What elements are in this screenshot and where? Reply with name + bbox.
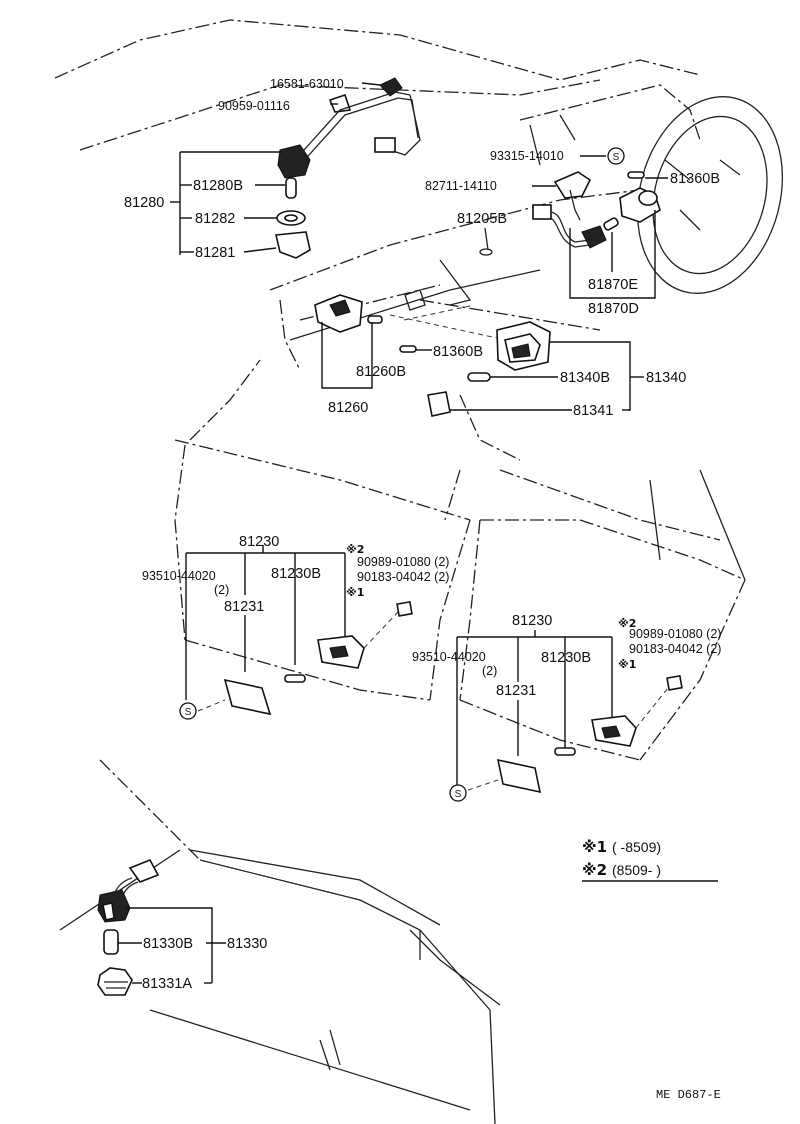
- part-number-81230-right: 81230: [512, 613, 552, 629]
- part-number-93510-44020-left: 93510-44020: [142, 569, 216, 583]
- part-number-81205b: 81205B: [457, 211, 507, 227]
- note-1-mark: ※1: [582, 838, 607, 856]
- note-mark-1-right: ※1: [618, 658, 636, 671]
- room-lamp-group: 16581-63010 90959-01116 81280 81280B 812…: [124, 77, 421, 261]
- part-number-81341: 81341: [573, 403, 613, 419]
- lamp-socket-icon: [277, 144, 311, 179]
- qty-93510-right: (2): [482, 664, 497, 678]
- small-bulb-icon: [399, 345, 417, 353]
- s-symbol-icon: [179, 702, 197, 720]
- svg-text:S: S: [185, 707, 192, 718]
- small-bulb-icon: [627, 171, 645, 179]
- connector-icon: [532, 204, 552, 220]
- right-door-lamp-group: S 81230 93510-44020 (2) 81230B 81231 ※2 …: [412, 613, 721, 802]
- part-number-90989-01080-left: 90989-01080 (2): [357, 555, 449, 569]
- part-number-81280b: 81280B: [193, 178, 243, 194]
- switch-lamp-bulb-icon: [367, 315, 383, 324]
- part-number-81331a: 81331A: [142, 976, 192, 992]
- part-number-90183-04042-right: 90183-04042 (2): [629, 642, 721, 656]
- trunk-lamp-bulb-icon: [103, 929, 119, 955]
- part-number-81870d: 81870D: [588, 301, 639, 317]
- door-lamp-lens-icon: [223, 678, 272, 716]
- indicator-bulb-icon: [467, 372, 491, 382]
- part-number-81280: 81280: [124, 195, 164, 211]
- clip-icon: [396, 600, 413, 617]
- door-lamp-lens-icon: [496, 758, 542, 794]
- part-number-81330: 81330: [227, 936, 267, 952]
- key-light-socket-icon: [581, 225, 607, 249]
- trunk-lamp-group: 81330B 81330 81331A: [97, 858, 267, 996]
- svg-text:S: S: [455, 789, 462, 800]
- part-number-81330b: 81330B: [143, 936, 193, 952]
- part-number-90959-01116: 90959-01116: [218, 99, 290, 113]
- left-door-lamp-group: S 81230 93510-44020 (2) 81230B 81231 ※2 …: [142, 534, 449, 720]
- diagram-reference: ME D687-E: [656, 1088, 721, 1102]
- part-number-81260: 81260: [328, 400, 368, 416]
- part-number-81360b-top: 81360B: [670, 171, 720, 187]
- console-lamp-group: 81360B 81260B 81260 81340B 81340 81341: [314, 294, 686, 419]
- part-number-81870e: 81870E: [588, 277, 638, 293]
- harness-clip-icon: [553, 171, 592, 199]
- connector-icon: [374, 137, 396, 153]
- part-number-81230-left: 81230: [239, 534, 279, 550]
- part-number-93510-44020-right: 93510-44020: [412, 650, 486, 664]
- clip-icon: [666, 674, 683, 691]
- note-1-text: ( -8509): [612, 839, 661, 855]
- bulb-icon: [285, 177, 297, 199]
- svg-text:S: S: [613, 152, 620, 163]
- part-number-81340b: 81340B: [560, 370, 610, 386]
- note-mark-2-right: ※2: [618, 617, 636, 630]
- note-2-mark: ※2: [582, 861, 607, 879]
- part-number-82711-14110: 82711-14110: [425, 179, 497, 193]
- footnotes: ※1 ( -8509) ※2 (8509- ): [582, 838, 718, 882]
- connector-icon: [128, 858, 160, 883]
- part-number-81340: 81340: [646, 370, 686, 386]
- part-number-81230b-left: 81230B: [271, 566, 321, 582]
- part-number-81230b-right: 81230B: [541, 650, 591, 666]
- key-light-group: S 93315-14010 82711-14110 81360B 81205B …: [425, 147, 720, 317]
- s-symbol-icon: [607, 147, 625, 165]
- door-lamp-bulb-icon: [284, 674, 306, 683]
- lamp-lens-icon: [275, 231, 311, 259]
- door-lamp-bulb-icon: [554, 747, 576, 756]
- note-mark-1-left: ※1: [346, 586, 364, 599]
- part-number-81282: 81282: [195, 211, 235, 227]
- s-symbol-icon: [449, 784, 467, 802]
- note-2-text: (8509- ): [612, 862, 661, 878]
- wire-clip-icon: [379, 77, 403, 97]
- part-number-81231-right: 81231: [496, 683, 536, 699]
- part-number-90989-01080-right: 90989-01080 (2): [629, 627, 721, 641]
- part-number-90183-04042-left: 90183-04042 (2): [357, 570, 449, 584]
- key-light-bulb-icon: [603, 217, 619, 231]
- part-number-81260b: 81260B: [356, 364, 406, 380]
- part-number-81360b-mid: 81360B: [433, 344, 483, 360]
- part-number-81281: 81281: [195, 245, 235, 261]
- note-mark-2-left: ※2: [346, 543, 364, 556]
- part-number-81231-left: 81231: [224, 599, 264, 615]
- part-number-93315-14010: 93315-14010: [490, 149, 564, 163]
- part-number-16581-63010: 16581-63010: [270, 77, 344, 91]
- lamp-cap-icon: [427, 391, 451, 417]
- qty-93510-left: (2): [214, 583, 229, 597]
